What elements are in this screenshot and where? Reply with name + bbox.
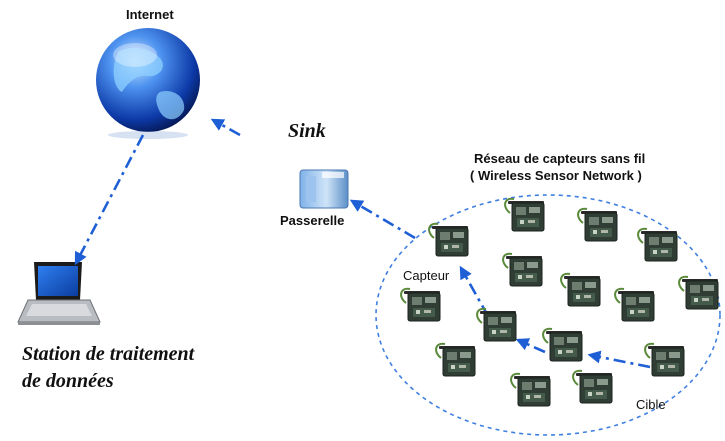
sensor-board-icon (560, 272, 601, 307)
sensor-board-icon (435, 342, 476, 377)
sensor-board-icon (504, 197, 545, 232)
wsn-subtitle: ( Wireless Sensor Network ) (470, 168, 642, 183)
station-label-line1: Station de traitement (22, 343, 195, 365)
laptop-icon (17, 262, 101, 325)
sensor-board-icon (572, 369, 613, 404)
link-sink-internet (210, 118, 241, 137)
sensor-board-icon (400, 287, 441, 322)
gateway-device-icon (299, 169, 349, 209)
link-internet-station (74, 134, 145, 266)
network-links (74, 118, 651, 369)
sensor-board-icon (428, 222, 469, 257)
station-label-line2: de données (22, 370, 114, 392)
capteur-label: Capteur (403, 268, 450, 283)
sensor-board-icon (644, 342, 685, 377)
wsn-cluster-boundary (375, 194, 721, 436)
internet-label: Internet (126, 7, 174, 22)
sensor-board-icon (476, 307, 517, 342)
link-target-hop-1 (587, 350, 651, 369)
cible-label: Cible (636, 397, 666, 412)
sensor-board-icon (502, 252, 543, 287)
wsn-title: Réseau de capteurs sans fil (474, 151, 646, 166)
link-sensor-gateway (349, 199, 416, 240)
sensor-board-icon (614, 287, 655, 322)
sensor-board-icon (510, 372, 551, 407)
sensor-board-icon (678, 275, 719, 310)
sink-label: Sink (288, 120, 326, 142)
sensor-board-icon (542, 327, 583, 362)
internet-globe-icon (96, 28, 200, 139)
sensor-board-icon (637, 227, 678, 262)
passerelle-label: Passerelle (280, 213, 345, 228)
link-hop-2 (515, 338, 546, 354)
sensor-nodes (400, 197, 719, 407)
sensor-board-icon (577, 207, 618, 242)
